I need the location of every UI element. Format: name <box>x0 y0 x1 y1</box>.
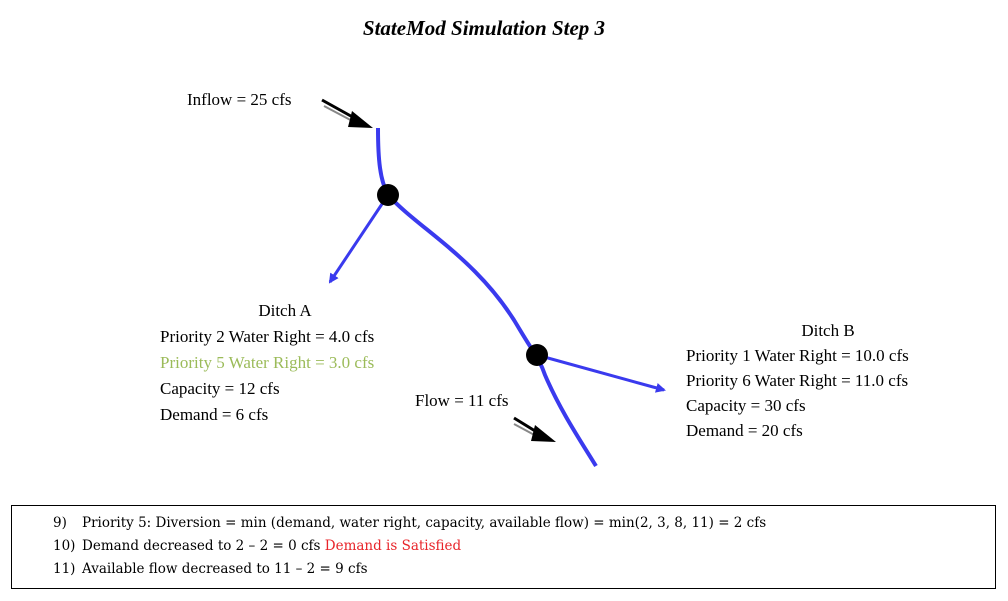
river-main-channel <box>376 127 598 468</box>
ditch-a-line: Priority 2 Water Right = 4.0 cfs <box>160 327 375 346</box>
ditch-a-diversion-arrow <box>328 194 390 284</box>
note-item: 10) Demand decreased to 2 – 2 = 0 cfs Dem… <box>53 535 461 558</box>
ditch-a-node <box>377 184 399 206</box>
note-item: 11) Available flow decreased to 11 – 2 = … <box>53 558 368 581</box>
ditch-b-node <box>526 344 548 366</box>
ditch-a-line: Demand = 6 cfs <box>160 405 269 424</box>
calculation-notes-box: 9) Priority 5: Diversion = min (demand, w… <box>11 505 996 589</box>
inflow-label: Inflow = 25 cfs <box>187 90 292 109</box>
ditch-b-line: Priority 6 Water Right = 11.0 cfs <box>686 371 909 390</box>
note-text: Priority 5: Diversion = min (demand, wat… <box>82 515 767 531</box>
note-number: 10) <box>53 538 76 554</box>
inflow-arrow <box>321 98 373 128</box>
ditch-b-diversion-arrow <box>536 353 666 393</box>
ditch-b-info: Ditch B Priority 1 Water Right = 10.0 cf… <box>686 318 970 443</box>
ditch-a-name: Ditch A <box>258 301 312 320</box>
flow-arrow <box>513 416 556 442</box>
ditch-a-line-highlighted: Priority 5 Water Right = 3.0 cfs <box>160 353 375 372</box>
ditch-b-line: Demand = 20 cfs <box>686 421 803 440</box>
ditch-b-line: Priority 1 Water Right = 10.0 cfs <box>686 346 909 365</box>
diagram-title: StateMod Simulation Step 3 <box>362 16 606 40</box>
flow-label: Flow = 11 cfs <box>415 391 509 410</box>
note-number: 11) <box>53 561 76 577</box>
ditch-a-info: Ditch A Priority 2 Water Right = 4.0 cfs… <box>160 298 410 428</box>
note-status: Demand is Satisfied <box>324 538 462 554</box>
ditch-a-line: Capacity = 12 cfs <box>160 379 280 398</box>
ditch-b-line: Capacity = 30 cfs <box>686 396 806 415</box>
note-number: 9) <box>53 515 67 531</box>
note-text: Available flow decreased to 11 – 2 = 9 c… <box>82 561 368 577</box>
note-item: 9) Priority 5: Diversion = min (demand, w… <box>53 512 766 535</box>
ditch-b-name: Ditch B <box>801 321 855 340</box>
note-text: Demand decreased to 2 – 2 = 0 cfs <box>82 538 321 554</box>
